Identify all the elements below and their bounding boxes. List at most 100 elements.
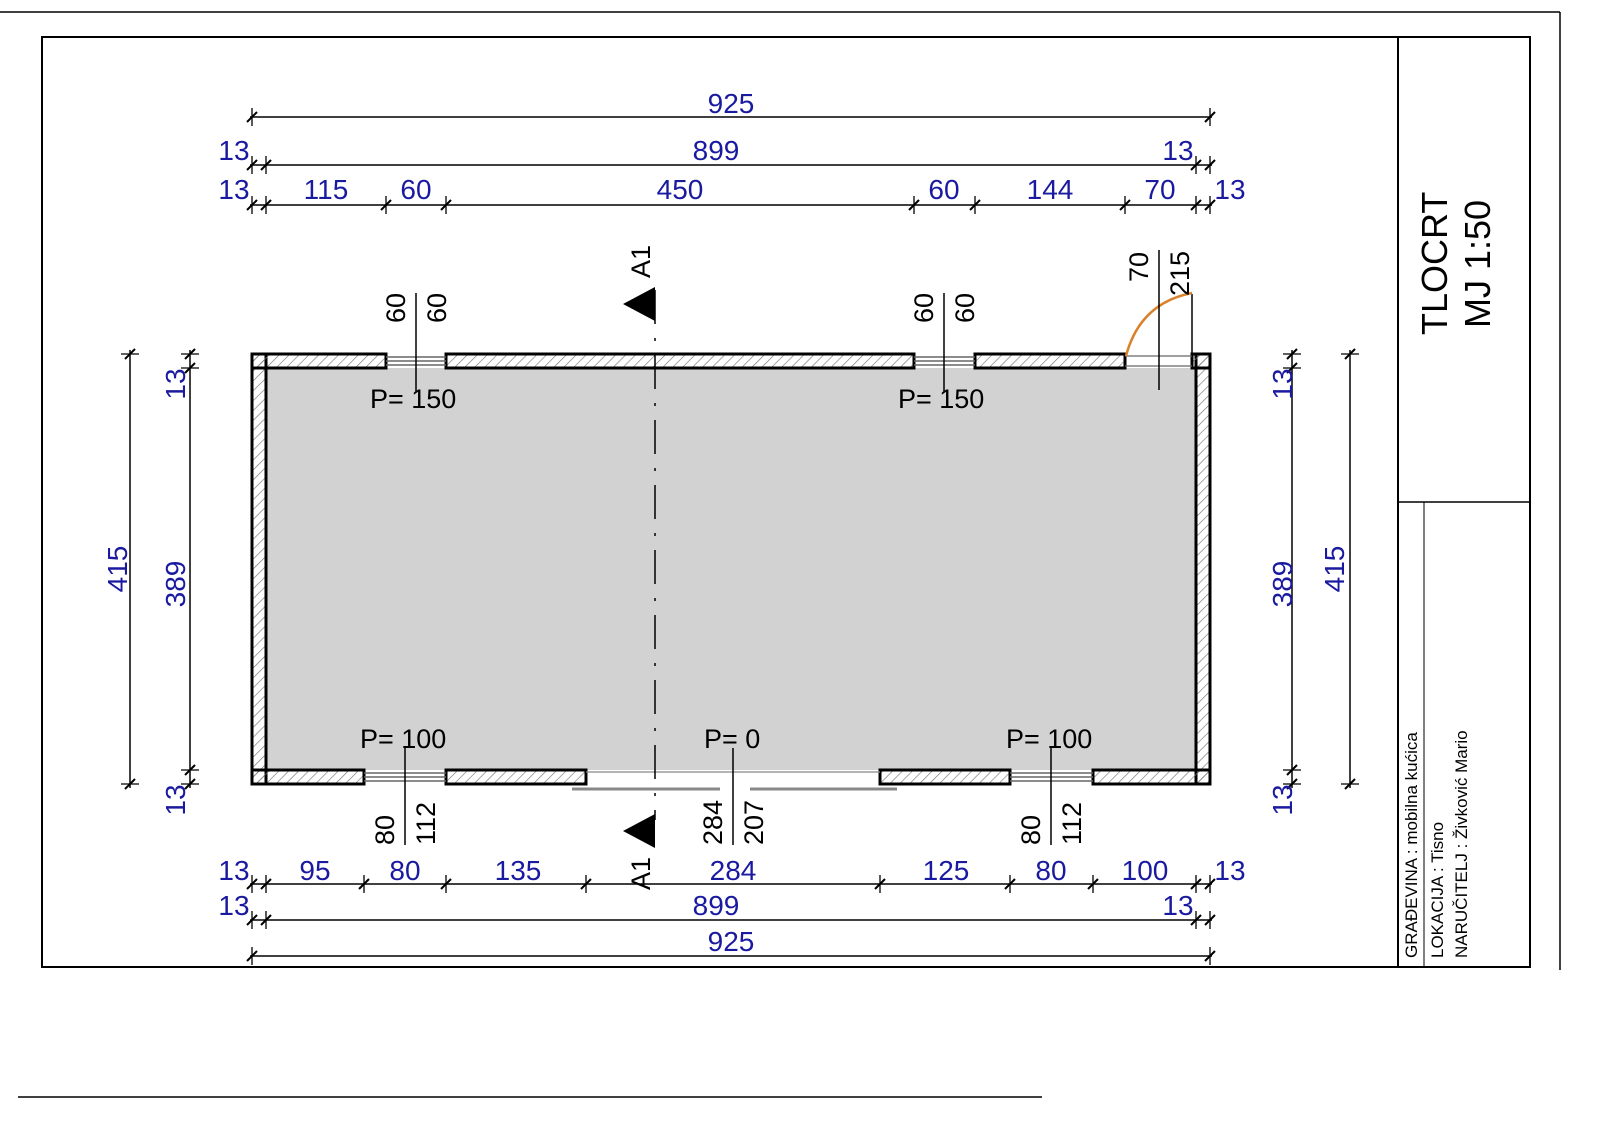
dim-bottom-chain-7: 100 [1122,855,1169,886]
dim-bottom-inner-left-wall: 13 [218,890,249,921]
dim-right-wall-top: 13 [1267,368,1298,399]
dimension-line [124,778,136,790]
dim-right-clear: 389 [1267,561,1298,608]
dim-top-chain-6: 70 [1144,174,1175,205]
plan-scale: MJ 1:50 [1457,200,1498,328]
section-arrow-bottom [623,814,655,848]
dim-bottom-chain-8: 13 [1214,855,1245,886]
opening-tags: 60 60 P= 150 60 60 P= 150 70 215 P= 100 … [360,250,1195,845]
dim-bottom-overall: 925 [708,926,755,957]
dimensions-right: 415 389 13 13 [1267,368,1350,815]
dim-left-wall-bottom: 13 [160,784,191,815]
dim-top-chain-4: 60 [928,174,959,205]
dim-top-chain-2: 60 [400,174,431,205]
dimension-line [184,362,196,374]
dimension-line [246,878,258,890]
dimension-line [1204,914,1216,926]
dimensions-top: 925 13 899 13 13 115 60 450 60 144 70 13 [218,88,1245,205]
dimension-line [908,199,920,211]
dimension-line [1344,778,1356,790]
dim-right-wall-bottom: 13 [1267,784,1298,815]
tag-top-window-2-sill: P= 150 [898,384,984,414]
dimension-line [260,878,272,890]
dimension-line [1204,950,1216,962]
tag-top-window-2-height: 60 [950,293,980,323]
dimension-line [246,914,258,926]
dimension-line [440,199,452,211]
dimension-line [1286,348,1298,360]
tag-top-window-1-width: 60 [381,293,411,323]
dimension-line [1190,199,1202,211]
dim-top-chain-7: 13 [1214,174,1245,205]
client-label: NARUČITELJ : Živković Mario [1452,730,1471,958]
section-arrow-top [623,287,655,321]
dim-bottom-inner-right-wall: 13 [1162,890,1193,921]
dimension-line [124,348,136,360]
tag-bottom-window-1-height: 112 [411,802,441,845]
dim-right-overall: 415 [1319,546,1350,593]
dimension-lines [121,108,1359,965]
dim-top-chain-3: 450 [657,174,704,205]
walls [250,352,1212,786]
dim-top-overall: 925 [708,88,755,119]
dimension-line [1087,878,1099,890]
dimension-line [1190,159,1202,171]
dimension-line [1190,914,1202,926]
tag-top-door-height: 215 [1165,251,1195,296]
tag-bottom-window-2-height: 112 [1057,802,1087,845]
dim-bottom-chain-1: 95 [299,855,330,886]
dimension-line [1204,199,1216,211]
wall-right [1194,352,1212,786]
dimension-line [580,878,592,890]
dimension-line [440,878,452,890]
dimension-line [260,199,272,211]
dim-left-clear: 389 [160,561,191,608]
dimension-line [1004,878,1016,890]
dim-left-wall-top: 13 [160,368,191,399]
dimension-line [184,778,196,790]
dim-bottom-chain-6: 80 [1035,855,1066,886]
dim-bottom-chain-4: 284 [710,855,757,886]
dimension-line [969,199,981,211]
dim-bottom-chain-5: 125 [923,855,970,886]
dimension-line [1119,199,1131,211]
tag-bottom-door-width: 284 [698,800,728,845]
dim-bottom-inner-clear: 899 [693,890,740,921]
dimension-line [184,348,196,360]
dimension-line [1286,778,1298,790]
dimension-line [874,878,886,890]
tag-top-window-2-width: 60 [909,293,939,323]
tag-bottom-window-2-sill: P= 100 [1006,724,1092,754]
wall-left [250,352,268,786]
building-label: GRAĐEVINA : mobilna kućica [1402,732,1421,958]
dim-top-chain-0: 13 [218,174,249,205]
dimension-line [246,199,258,211]
door-swing-arc [1124,291,1193,357]
dimension-line [1286,362,1298,374]
door-bottom-sliding [572,771,897,791]
dim-top-chain-1: 115 [304,174,349,205]
dimension-line [1204,878,1216,890]
section-label-bottom: A1 [626,857,656,890]
dim-top-inner-right-wall: 13 [1162,135,1193,166]
plan-title: TLOCRT [1414,192,1455,335]
tag-bottom-door-sill: P= 0 [704,724,760,754]
dim-bottom-chain-2: 80 [389,855,420,886]
dimension-line [246,111,258,123]
dimension-line [1286,764,1298,776]
tag-bottom-window-2-width: 80 [1016,815,1046,845]
dim-top-inner-left-wall: 13 [218,135,249,166]
dim-bottom-chain-0: 13 [218,855,249,886]
location-label: LOKACIJA : Tisno [1428,822,1447,958]
tag-top-window-1-sill: P= 150 [370,384,456,414]
tag-top-window-1-height: 60 [422,293,452,323]
dimension-line [1344,348,1356,360]
floor-area [266,368,1196,770]
tag-top-door-width: 70 [1124,252,1154,282]
tag-bottom-window-1-sill: P= 100 [360,724,446,754]
dim-top-inner-clear: 899 [693,135,740,166]
dimension-line [1204,159,1216,171]
door-top-entrance [1124,291,1193,367]
title-block: TLOCRT MJ 1:50 GRAĐEVINA : mobilna kućic… [1397,37,1530,967]
